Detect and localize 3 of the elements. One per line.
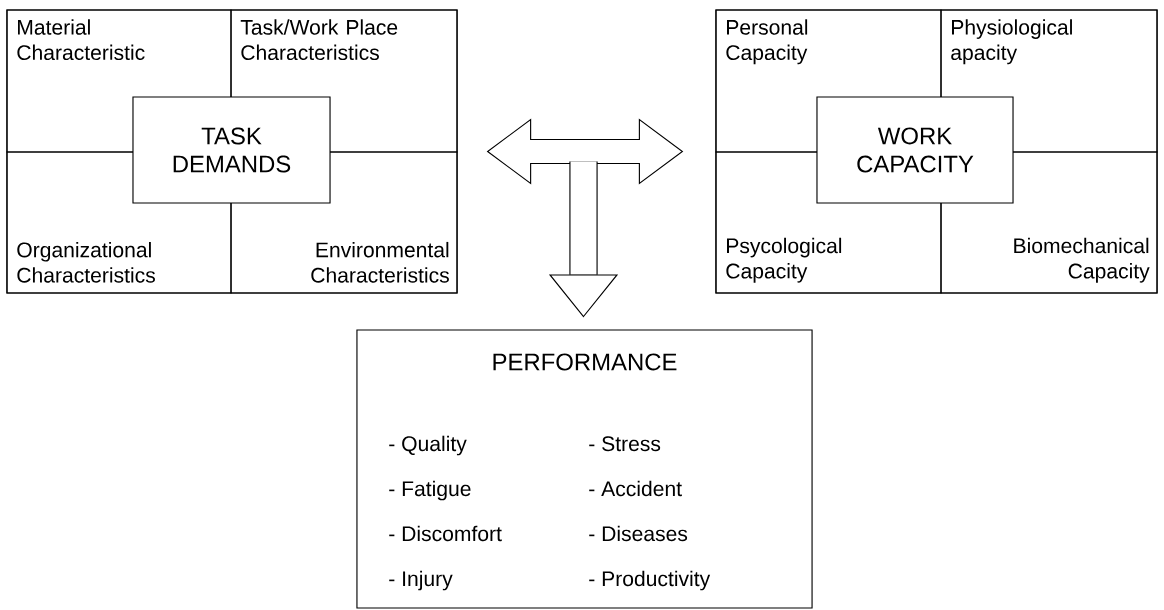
performance-box: PERFORMANCE - Quality - Stress - Fatigue - Accident - Discomfort - Diseases - Injury - Productivity bbox=[356, 329, 813, 609]
center-box: WORK CAPACITY bbox=[816, 96, 1014, 204]
center-box: TASK DEMANDS bbox=[132, 96, 331, 204]
